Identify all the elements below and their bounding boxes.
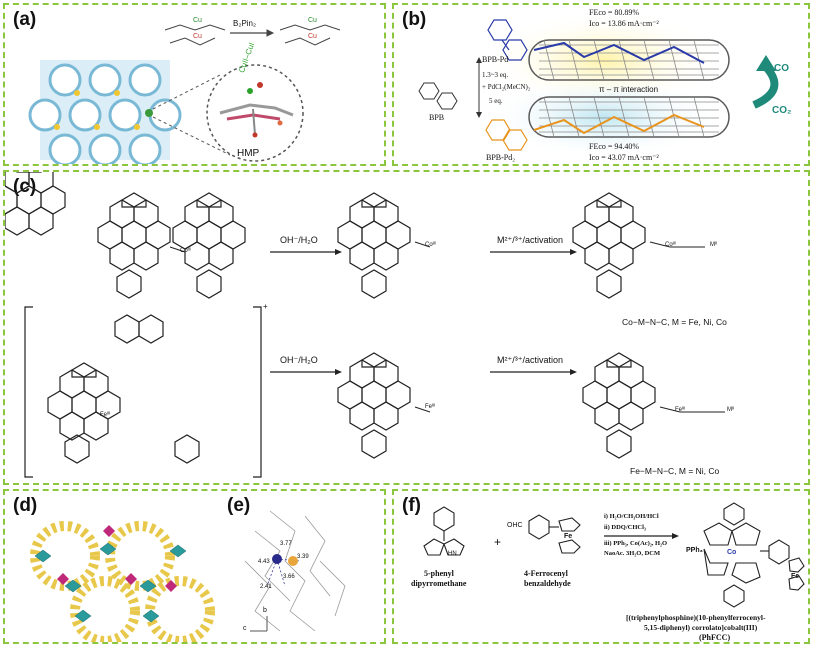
r2-name-2: benzaldehyde — [524, 579, 571, 588]
panel-c: (c) — [3, 170, 810, 485]
crystal-structure — [244, 510, 346, 632]
b2pin2-label: B₂Pin₂ — [233, 19, 257, 28]
cu-label-3: Cu — [308, 17, 317, 24]
step-4: NaoAc. 3H₂O, DCM — [604, 550, 661, 557]
panel-de-graphic — [30, 510, 346, 642]
panel-c-graphic — [5, 172, 725, 478]
axis-b: b — [263, 607, 267, 614]
co-label: CO — [774, 63, 789, 74]
cu-reaction-scheme — [164, 24, 341, 46]
panel-f-label: (f) — [402, 495, 421, 516]
eq2-label: 5 eq. — [489, 97, 503, 105]
pph3-label: PPh₃ — [686, 547, 703, 554]
panel-f-graphic — [423, 502, 805, 608]
arrow3-label: OH⁻/H₂O — [280, 355, 318, 365]
nanotube-top — [528, 39, 730, 81]
m-center-2: Mᴵᴵ — [727, 407, 735, 413]
arrow1-label: OH⁻/H₂O — [280, 235, 318, 245]
plus-sign: + — [494, 535, 502, 549]
panel-b-graphic — [418, 12, 779, 159]
bpb-label: BPB — [429, 113, 445, 122]
graphene-fragment-template — [5, 172, 66, 236]
fe-label-product: Fe — [791, 573, 800, 580]
bpb-pd2-label: BPB-Pd₂ — [486, 153, 516, 162]
ferrocenyl-benzaldehyde-structure — [528, 514, 581, 554]
fe-bot-label: FEco = 94.40% — [589, 142, 640, 151]
cu-label-4: Cu — [308, 33, 317, 40]
panel-a-graphic — [28, 24, 341, 164]
step-2: ii) DDQ/CHCl₃ — [604, 524, 646, 531]
co-center-1: Coᴵᴵᴵ — [180, 248, 191, 254]
ohc-label: OHC — [507, 522, 523, 529]
m-center-1: Mᴵᴵ — [710, 242, 718, 248]
fe-center-3: Feᴵᴵᴵ — [675, 407, 686, 413]
arrow2-label: M²⁺/³⁺/activation — [497, 235, 564, 245]
dist-5: 2.41 — [260, 584, 272, 590]
dist-1: 3.77 — [280, 541, 292, 547]
i-bot-label: Ico = 43.07 mA·cm⁻² — [589, 153, 659, 162]
co2-label: CO₂ — [772, 105, 792, 116]
panel-b: (b) — [392, 3, 810, 166]
step-3: iii) PPh₃, Co(Ac)₂, H₂O — [604, 540, 668, 547]
panel-a-label: (a) — [13, 9, 37, 30]
bpb-pd2-structure — [485, 119, 528, 151]
dist-4: 3.66 — [283, 574, 295, 580]
hmp-label: HMP — [237, 148, 260, 159]
r2-name-1: 4-Ferrocenyl — [524, 569, 568, 578]
co-product-label: Co — [727, 549, 737, 556]
cu-label-2: Cu — [193, 33, 202, 40]
corrole-structure — [703, 502, 805, 608]
product-name-3: (PhFCC) — [699, 633, 731, 642]
dist-2: 3.39 — [297, 554, 309, 560]
bpb-pd-structure — [487, 19, 528, 61]
pipi-label: π – π interaction — [599, 85, 659, 94]
bracket-charge: + — [263, 302, 268, 311]
cu-label-1: Cu — [193, 17, 202, 24]
caption-top: Co−M−N−C, M = Fe, Ni, Co — [622, 317, 727, 327]
axis-c: c — [243, 625, 247, 632]
step-1: i) H₂O/CH₃OH/HCl — [604, 513, 659, 520]
pdcl2-label: + PdCl₂(MeCN)₂ — [482, 83, 531, 91]
i-top-label: Ico = 13.86 mA·cm⁻² — [589, 19, 659, 28]
nanotube-bottom — [528, 96, 730, 138]
fe-center-2: Feᴵᴵᴵ — [425, 404, 436, 410]
product-name-1: [(triphenylphosphine)(10-phenylferroceny… — [626, 613, 766, 622]
r1-name-1: 5-phenyl — [424, 569, 454, 578]
hn-label: HN — [448, 551, 457, 557]
cu-complex-model — [219, 82, 294, 138]
panel-e-label: (e) — [227, 495, 251, 516]
co-center-2: Coᴵᴵᴵ — [425, 242, 436, 248]
co-center-3: Coᴵᴵᴵ — [665, 242, 676, 248]
r1-name-2: dipyrromethane — [411, 579, 467, 588]
panel-de: (d) (e) — [3, 489, 386, 644]
caption-bottom: Fe−M−N−C, M = Ni, Co — [630, 466, 720, 476]
dipyrromethane-structure — [423, 506, 465, 556]
fe-top-label: FEco = 80.89% — [589, 8, 640, 17]
hmp-framework — [28, 60, 182, 164]
product-name-2: 5,15-diphenyl) corrolato]cobalt(III) — [644, 623, 758, 632]
panel-f: (f) HN — [392, 489, 810, 644]
panel-b-label: (b) — [402, 9, 427, 30]
panel-d-label: (d) — [13, 495, 38, 516]
bpb-structure — [418, 82, 458, 110]
fe-center-1: Feᴵᴵᴵ — [100, 412, 111, 418]
bpb-pd-label: BPB-Pd — [482, 55, 509, 64]
fe-label-r2: Fe — [564, 533, 573, 540]
mof-lattice — [30, 521, 215, 642]
arrow4-label: M²⁺/³⁺/activation — [497, 355, 564, 365]
dist-3: 4.43 — [258, 559, 270, 565]
panel-a: (a) — [3, 3, 386, 166]
eq1-label: 1.3~3 eq. — [482, 71, 509, 79]
